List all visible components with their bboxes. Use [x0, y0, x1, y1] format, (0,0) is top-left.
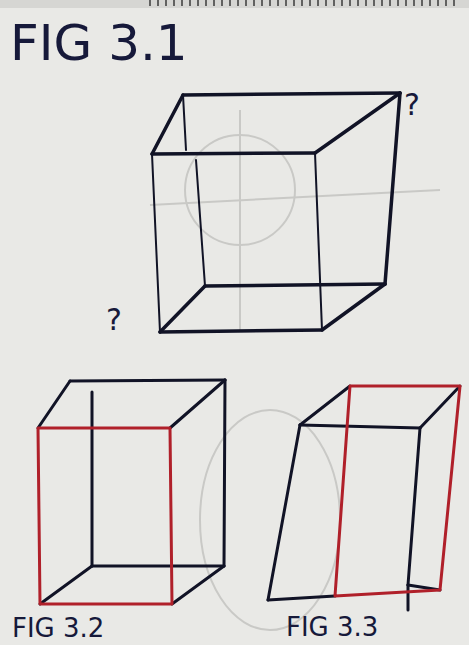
red-face-fig-3-2: [38, 428, 172, 604]
box-fig-3-2: [38, 380, 225, 604]
figure-label: FIG 3.3: [286, 614, 378, 640]
figure-label: FIG 3.2: [12, 615, 104, 641]
bleed-through-sketch: [150, 110, 440, 630]
necker-cube-thin-edges: [152, 95, 322, 332]
necker-cube: [152, 93, 400, 332]
binding-strip: [0, 0, 469, 8]
red-face-fig-3-3: [335, 386, 460, 596]
box-fig-3-3: [268, 386, 460, 610]
question-mark: ?: [106, 305, 122, 335]
spiral-binding: [150, 0, 454, 6]
question-mark: ?: [404, 90, 420, 120]
figure-title: FIG 3.1: [10, 18, 188, 68]
